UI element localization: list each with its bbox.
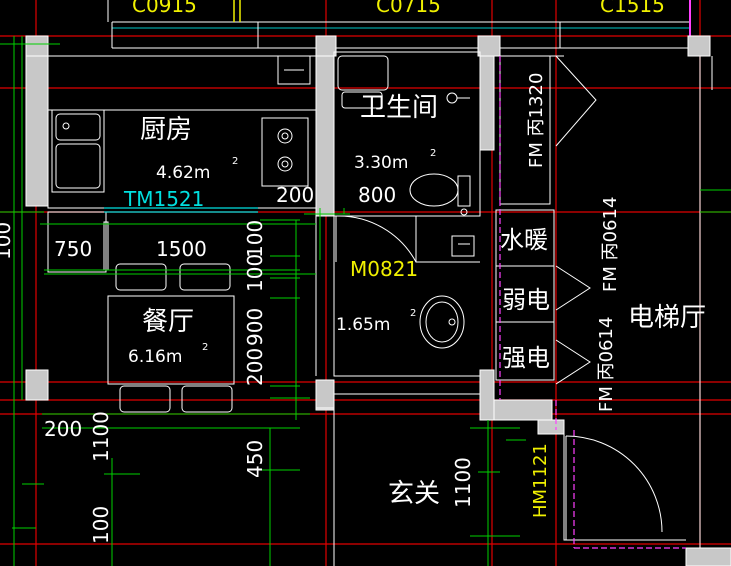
dining-name: 餐厅 — [142, 307, 194, 337]
top-label-c0715: C0715 — [376, 0, 441, 17]
door-swings — [335, 55, 663, 540]
bath-door-label: M0821 — [350, 257, 418, 281]
dim-1500: 1500 — [156, 237, 207, 261]
dim-750: 750 — [54, 237, 92, 261]
dining-set — [107, 263, 235, 413]
top-label-c1515: C1515 — [600, 0, 665, 17]
top-labels: C0915 C0715 C1515 — [132, 0, 665, 17]
dim-100-b: 100 — [243, 254, 267, 292]
kitchen-sliding-door — [104, 207, 258, 213]
dim-450: 450 — [243, 440, 267, 478]
dim-200-left: 200 — [44, 417, 82, 441]
kitchen-fixtures — [48, 55, 316, 193]
dim-1100-left: 1100 — [89, 411, 113, 462]
kitchen-area: 4.62m — [156, 163, 210, 183]
dimension-lines — [0, 36, 731, 566]
dim-200-c: 200 — [243, 348, 267, 386]
entry-door-label: HM1121 — [530, 443, 551, 518]
dining-area: 6.16m — [128, 347, 182, 367]
shaft-water-name: 水暖 — [500, 226, 548, 254]
dim-1100-foyer: 1100 — [451, 457, 475, 508]
small-room-area: 1.65m — [336, 315, 390, 335]
kitchen-name: 厨房 — [140, 115, 192, 145]
foyer-name: 玄关 — [388, 479, 440, 509]
wash-basin — [419, 295, 465, 349]
dim-100-edge: 100 — [0, 222, 15, 260]
door-labels: TM1521 M0821 FM 丙1320 FM 丙0614 FM 丙0614 … — [123, 73, 621, 518]
shaft-weak-name: 弱电 — [502, 286, 550, 314]
room-names: 厨房 卫生间 餐厅 玄关 电梯厅 水暖 弱电 强电 — [140, 93, 706, 509]
partition-lines — [499, 56, 686, 549]
room-outlines — [47, 51, 713, 566]
dim-200-kitchen: 200 — [276, 183, 314, 207]
shaft-strong-name: 强电 — [502, 344, 550, 372]
top-window-strip — [107, 0, 691, 49]
dim-800: 800 — [358, 183, 396, 207]
dim-100-a: 100 — [243, 220, 267, 258]
dim-100-bottom: 100 — [89, 506, 113, 544]
dimension-texts: 200 800 750 1500 100 100 900 200 200 110… — [0, 183, 475, 544]
fm-door-2-label: FM 丙0614 — [600, 197, 621, 292]
room-areas: 4.62m 2 3.30m 2 6.16m 2 1.65m 2 — [128, 148, 436, 367]
kitchen-door-label: TM1521 — [123, 187, 204, 211]
bathroom-area: 3.30m — [354, 153, 408, 173]
fm-door-3-label: FM 丙0614 — [596, 317, 617, 412]
dining-area-sup: 2 — [202, 342, 208, 353]
elevator-hall-name: 电梯厅 — [628, 303, 706, 333]
bathroom-name: 卫生间 — [360, 93, 438, 123]
bathroom-fixtures — [337, 55, 475, 257]
top-label-c0915: C0915 — [132, 0, 197, 17]
kitchen-area-sup: 2 — [232, 156, 238, 167]
dim-900: 900 — [243, 308, 267, 346]
fm-door-1-label: FM 丙1320 — [526, 73, 547, 168]
bathroom-area-sup: 2 — [430, 148, 436, 159]
small-room-area-sup: 2 — [410, 308, 416, 319]
